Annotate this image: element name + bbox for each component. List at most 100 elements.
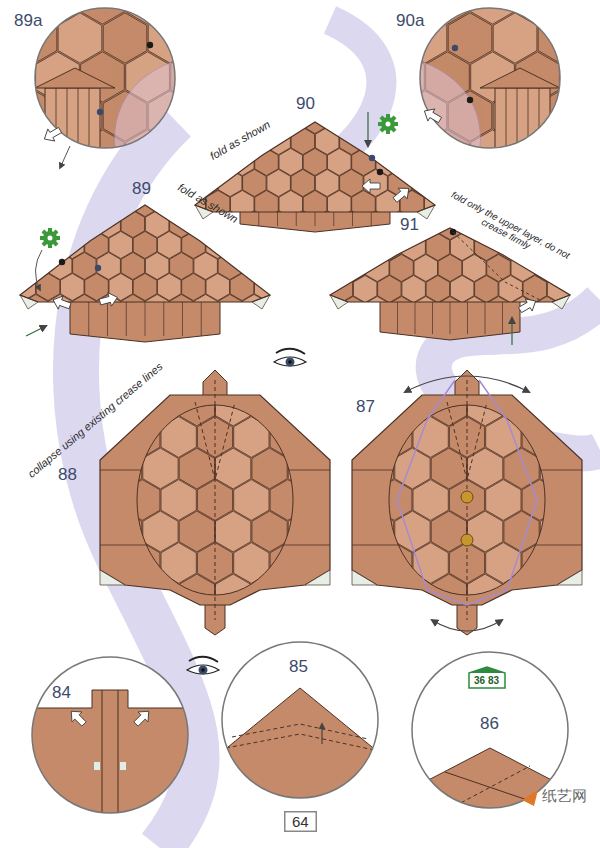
illustration-part bbox=[133, 315, 157, 342]
illustration-part bbox=[97, 109, 103, 115]
illustration-part bbox=[336, 0, 380, 24]
step-number: 85 bbox=[289, 658, 308, 677]
illustration-part bbox=[547, 317, 571, 344]
illustration-part bbox=[303, 315, 327, 342]
illustration-part bbox=[463, 170, 487, 197]
illustration-part bbox=[12, 147, 36, 174]
illustration-part bbox=[88, 480, 123, 521]
illustration-part bbox=[281, 317, 305, 344]
illustration-part bbox=[390, 748, 590, 830]
illustration-part bbox=[522, 606, 557, 647]
illustration-part bbox=[255, 231, 279, 258]
illustration-part bbox=[584, 86, 600, 113]
illustration-part bbox=[291, 378, 315, 405]
illustration-part bbox=[547, 359, 571, 386]
illustration-part bbox=[109, 147, 133, 174]
illustration-part bbox=[420, 8, 560, 148]
illustration-part bbox=[256, 149, 280, 176]
illustration-part bbox=[24, 210, 47, 237]
illustration-part bbox=[467, 97, 473, 103]
illustration-part bbox=[12, 357, 36, 384]
illustration-part bbox=[352, 316, 376, 343]
illustration-part bbox=[572, 275, 596, 302]
illustration-part bbox=[255, 64, 279, 91]
illustration-part bbox=[412, 127, 436, 154]
illustration-part bbox=[267, 252, 291, 279]
illustration-part bbox=[269, 254, 293, 281]
illustration-part bbox=[218, 336, 242, 363]
step-number: 91 bbox=[400, 216, 419, 235]
illustration-part bbox=[343, 354, 378, 395]
illustration-part bbox=[364, 85, 388, 112]
illustration-part bbox=[52, 354, 87, 395]
illustration-part bbox=[358, 637, 393, 678]
illustration-part bbox=[269, 296, 293, 323]
illustration-part bbox=[36, 147, 60, 174]
illustration-part bbox=[305, 149, 329, 176]
illustration-part bbox=[486, 354, 521, 395]
illustration-part bbox=[20, 690, 200, 820]
illustration-part bbox=[426, 191, 450, 218]
illustration-part bbox=[340, 43, 364, 70]
illustration-part bbox=[305, 401, 329, 428]
illustration-part bbox=[577, 448, 600, 489]
illustration-part bbox=[193, 91, 237, 141]
illustration-part bbox=[269, 128, 293, 155]
illustration-part bbox=[504, 322, 539, 363]
illustration-part bbox=[317, 380, 341, 407]
illustration-part bbox=[303, 64, 327, 91]
illustration-part bbox=[244, 170, 268, 197]
illustration-part bbox=[97, 168, 121, 195]
illustration-part bbox=[329, 317, 353, 344]
illustration-part bbox=[291, 211, 315, 238]
illustration-part bbox=[255, 63, 279, 90]
illustration-part bbox=[390, 652, 590, 830]
illustration-part bbox=[0, 336, 23, 363]
step-number: 87 bbox=[356, 398, 375, 417]
illustration-part bbox=[279, 315, 303, 342]
illustration-part bbox=[511, 338, 535, 365]
illustration-part bbox=[182, 357, 206, 384]
illustration-part bbox=[126, 0, 170, 24]
illustration-part bbox=[61, 357, 85, 384]
illustration-part bbox=[274, 349, 306, 367]
illustration-part bbox=[193, 13, 237, 63]
illustration-part bbox=[98, 291, 119, 309]
illustration-part bbox=[256, 317, 280, 344]
illustration-part bbox=[85, 357, 109, 384]
illustration-part bbox=[313, 91, 357, 141]
illustration-part bbox=[577, 511, 600, 552]
illustration-part bbox=[305, 570, 330, 585]
illustration-part bbox=[547, 401, 571, 428]
illustration-part bbox=[288, 511, 323, 552]
illustration-part bbox=[596, 107, 600, 134]
illustration-part bbox=[268, 606, 303, 647]
illustration-part bbox=[35, 250, 42, 290]
illustration-part bbox=[499, 149, 523, 176]
illustration-part bbox=[450, 317, 474, 344]
illustration-part bbox=[328, 22, 352, 49]
illustration-part bbox=[315, 1, 339, 28]
illustration-part bbox=[206, 106, 230, 133]
illustration-part bbox=[244, 86, 268, 113]
illustration-part bbox=[315, 85, 339, 112]
illustration-part bbox=[303, 232, 327, 259]
illustration-part bbox=[291, 295, 315, 322]
illustration-part bbox=[267, 211, 291, 238]
illustration-part bbox=[341, 128, 365, 155]
illustration-part bbox=[0, 357, 11, 384]
illustration-part bbox=[283, 91, 327, 141]
illustration-part bbox=[376, 106, 400, 133]
illustration-part bbox=[340, 606, 375, 647]
illustration-part bbox=[340, 211, 364, 238]
illustration-part bbox=[340, 253, 364, 280]
illustration-part bbox=[583, 169, 600, 219]
illustration-part bbox=[182, 315, 206, 342]
illustration-part bbox=[109, 148, 133, 175]
illustration-part bbox=[195, 402, 235, 480]
illustration-part bbox=[560, 338, 584, 365]
illustration-part bbox=[584, 338, 600, 365]
illustration-part bbox=[304, 480, 339, 521]
illustration-part bbox=[353, 107, 377, 134]
illustration-part bbox=[85, 147, 109, 174]
